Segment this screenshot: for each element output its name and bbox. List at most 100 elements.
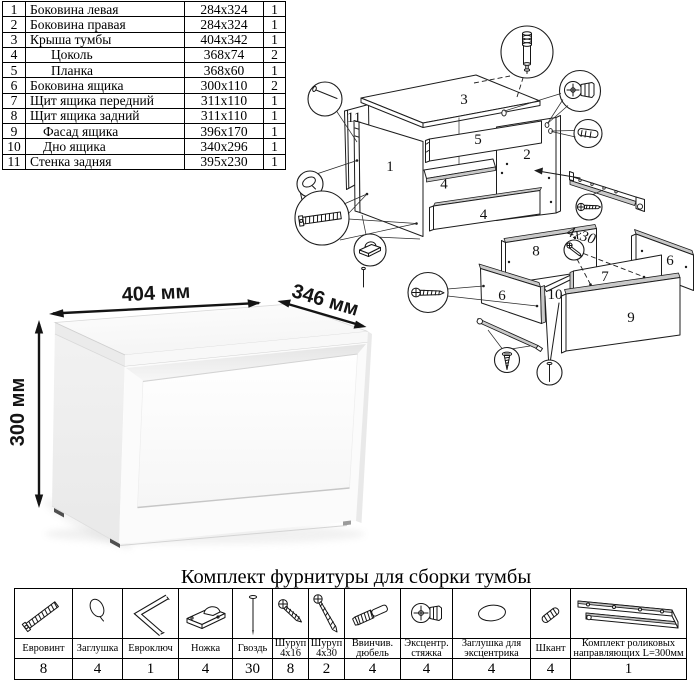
table-row: 4 Цоколь 368x74 2 bbox=[2, 46, 286, 64]
part-name: Планка bbox=[25, 62, 185, 79]
hardware-quantity: 4 bbox=[344, 658, 401, 680]
part-quantity: 1 bbox=[263, 0, 286, 18]
rail2-screw-callout-circle bbox=[487, 329, 531, 374]
hardware-quantity: 8 bbox=[272, 658, 309, 680]
nail-icon bbox=[248, 594, 257, 635]
hardware-cell bbox=[570, 588, 687, 639]
hardware-cell bbox=[344, 588, 401, 639]
rail-mount-arrow bbox=[534, 167, 581, 179]
part-quantity: 2 bbox=[263, 77, 286, 94]
hardware-name: Евроключ bbox=[122, 638, 179, 659]
part-number: 9 bbox=[2, 123, 26, 140]
hardware-table: Евровинт Заглушка Евроключ Ножка Гвоздь … bbox=[14, 588, 687, 680]
part-quantity: 1 bbox=[263, 62, 286, 79]
part-label-11: 11 bbox=[347, 110, 361, 126]
part-dimensions: 395x230 bbox=[184, 153, 264, 170]
hardware-name: Ввинчив. дюбель bbox=[344, 638, 401, 659]
part-quantity: 1 bbox=[263, 16, 286, 33]
part-dimensions: 311x110 bbox=[184, 107, 264, 125]
exploded-left-panel bbox=[353, 120, 424, 237]
part-name: Боковина правая bbox=[25, 16, 185, 33]
part-dimensions: 396x170 bbox=[184, 123, 264, 140]
hardware-quantity: 2 bbox=[308, 658, 345, 680]
cabinet-top-front-edge bbox=[125, 331, 368, 367]
exploded-diagram: 1 2 3 4 4 5 6 6 7 8 9 10 11 4x30 bbox=[294, 25, 694, 386]
foot-callout-circle bbox=[353, 214, 421, 288]
dowel-callout-circle bbox=[551, 118, 603, 149]
hardware-quantity: 4 bbox=[178, 658, 233, 680]
part-quantity: 1 bbox=[263, 123, 286, 140]
hardware-name: Ножка bbox=[178, 638, 233, 659]
part-label-6a: 6 bbox=[498, 288, 506, 304]
part-name: Крыша тумбы bbox=[25, 31, 185, 48]
hardware-cell bbox=[178, 588, 233, 639]
hardware-cell bbox=[272, 588, 309, 639]
assembled-photo bbox=[43, 303, 372, 549]
cabinet-foot-left bbox=[54, 508, 64, 518]
exploded-plinth-back bbox=[423, 158, 496, 183]
part-quantity: 1 bbox=[263, 31, 286, 48]
part-quantity: 1 bbox=[263, 107, 286, 125]
part-quantity: 1 bbox=[263, 138, 286, 155]
hardware-cell bbox=[530, 588, 571, 639]
hardware-quantity: 30 bbox=[232, 658, 273, 680]
hardware-quantities-row: 8 4 1 4 30 8 2 4 4 4 4 1 bbox=[14, 658, 687, 680]
table-row: 2 Боковина правая 284x324 1 bbox=[2, 16, 286, 33]
nail2-callout-circle bbox=[536, 359, 563, 386]
part-name: Дно ящика bbox=[25, 138, 185, 155]
part-number: 4 bbox=[2, 46, 26, 64]
part-label-3: 3 bbox=[460, 92, 468, 108]
foot-icon bbox=[186, 605, 225, 629]
euro-screw-callout-circle bbox=[294, 190, 417, 246]
rail-screw-callout-circle bbox=[575, 189, 604, 221]
table-row: 8 Щит ящика задний 311x110 1 bbox=[2, 107, 286, 125]
table-row: 5 Планка 368x60 1 bbox=[2, 62, 286, 79]
hardware-icons-row bbox=[14, 588, 687, 639]
hardware-name: Шкант bbox=[530, 638, 571, 659]
table-row: 10 Дно ящика 340x296 1 bbox=[2, 138, 286, 155]
part-number: 7 bbox=[2, 92, 26, 109]
cam-cap-icon bbox=[477, 604, 506, 621]
exploded-plinth-front bbox=[429, 187, 542, 232]
cam-lock-icon bbox=[410, 602, 442, 623]
part-quantity: 2 bbox=[263, 46, 286, 64]
part-label-1: 1 bbox=[386, 159, 394, 175]
part-dimensions: 340x296 bbox=[184, 138, 264, 155]
part-dimensions: 368x74 bbox=[184, 46, 264, 64]
hardware-name: Шуруп 4x30 bbox=[308, 638, 345, 659]
exploded-top-panel bbox=[360, 74, 541, 128]
cabinet-foot-right bbox=[343, 520, 351, 526]
part-name: Стенка задняя bbox=[25, 153, 185, 170]
part-label-4b: 4 bbox=[480, 207, 488, 223]
part-label-10: 10 bbox=[548, 287, 563, 303]
hardware-name: Комплект роликовых направляющих L=300мм bbox=[570, 638, 687, 659]
part-number: 11 bbox=[2, 153, 26, 170]
hardware-names-row: Евровинт Заглушка Евроключ Ножка Гвоздь … bbox=[14, 638, 687, 659]
drawer-slide-rail-left bbox=[476, 318, 543, 352]
part-label-4a: 4 bbox=[440, 177, 448, 193]
dowel-screw-icon bbox=[351, 604, 388, 626]
part-label-8: 8 bbox=[532, 244, 540, 260]
exploded-facade bbox=[561, 272, 681, 354]
part-number: 10 bbox=[2, 138, 26, 155]
hardware-cell bbox=[72, 588, 123, 639]
hardware-cell bbox=[232, 588, 273, 639]
hardware-name: Шуруп 4x16 bbox=[272, 638, 309, 659]
part-name: Боковина ящика bbox=[25, 77, 185, 94]
cabinet-foot-front bbox=[110, 538, 120, 548]
euro-screw-icon bbox=[21, 600, 59, 632]
part-label-2: 2 bbox=[523, 147, 531, 163]
part-dimensions: 284x324 bbox=[184, 0, 264, 18]
part-label-6b: 6 bbox=[666, 253, 674, 269]
part-number: 3 bbox=[2, 31, 26, 48]
screw-long-icon bbox=[312, 593, 337, 632]
part-label-7: 7 bbox=[601, 269, 609, 285]
part-quantity: 1 bbox=[263, 92, 286, 109]
exploded-plank bbox=[425, 120, 542, 163]
screw-4x30-callout-circle bbox=[563, 239, 646, 286]
cabinet-right-edge bbox=[356, 331, 372, 523]
cam-lock-callout-circle bbox=[504, 69, 602, 124]
hardware-name: Евровинт bbox=[14, 638, 73, 659]
